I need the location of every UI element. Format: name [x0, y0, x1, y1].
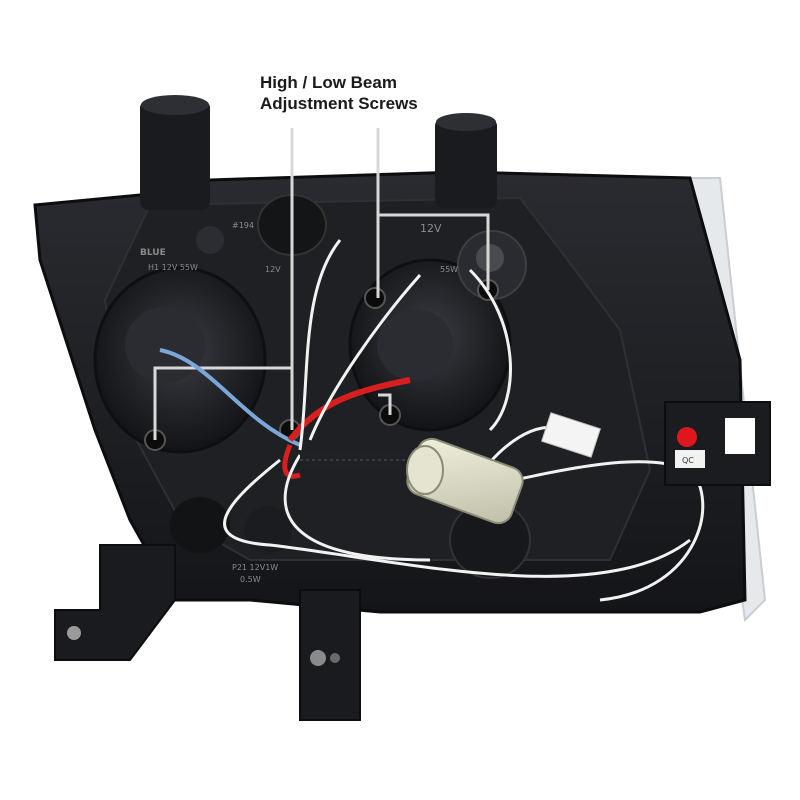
qc-label-title: QC	[682, 456, 694, 465]
callout-line-1: High / Low Beam	[260, 73, 397, 92]
housing-text-lower-bulb: P21 12V1W	[232, 563, 278, 572]
housing-text-lower-watt: 0.5W	[240, 575, 261, 584]
low-beam-projector	[93, 266, 267, 454]
housing-text-color: BLUE	[140, 248, 166, 258]
lower-mounting-brackets	[54, 544, 361, 721]
top-mounting-posts	[140, 95, 497, 210]
housing-text-right-volt: 12V	[420, 222, 442, 235]
harness-connector-plug	[406, 437, 524, 525]
lower-bulb-sockets	[170, 497, 531, 579]
callout-line-2: Adjustment Screws	[260, 94, 418, 113]
red-marker-dot	[677, 427, 697, 447]
housing-text-right-bulb: 55W	[440, 265, 458, 274]
housing-text-left-bulb: H1 12V 55W	[148, 263, 198, 272]
callout-title: High / Low Beam Adjustment Screws	[260, 72, 460, 114]
callout-leader-lines	[153, 128, 490, 440]
high-beam-projector	[348, 258, 512, 432]
housing-text-top-code: #194	[232, 221, 254, 230]
wiring-harness	[159, 239, 705, 602]
wire-tag-label	[541, 412, 601, 458]
side-mounting-tab	[664, 401, 771, 486]
housing-text-left-volt: 12V	[265, 265, 281, 274]
